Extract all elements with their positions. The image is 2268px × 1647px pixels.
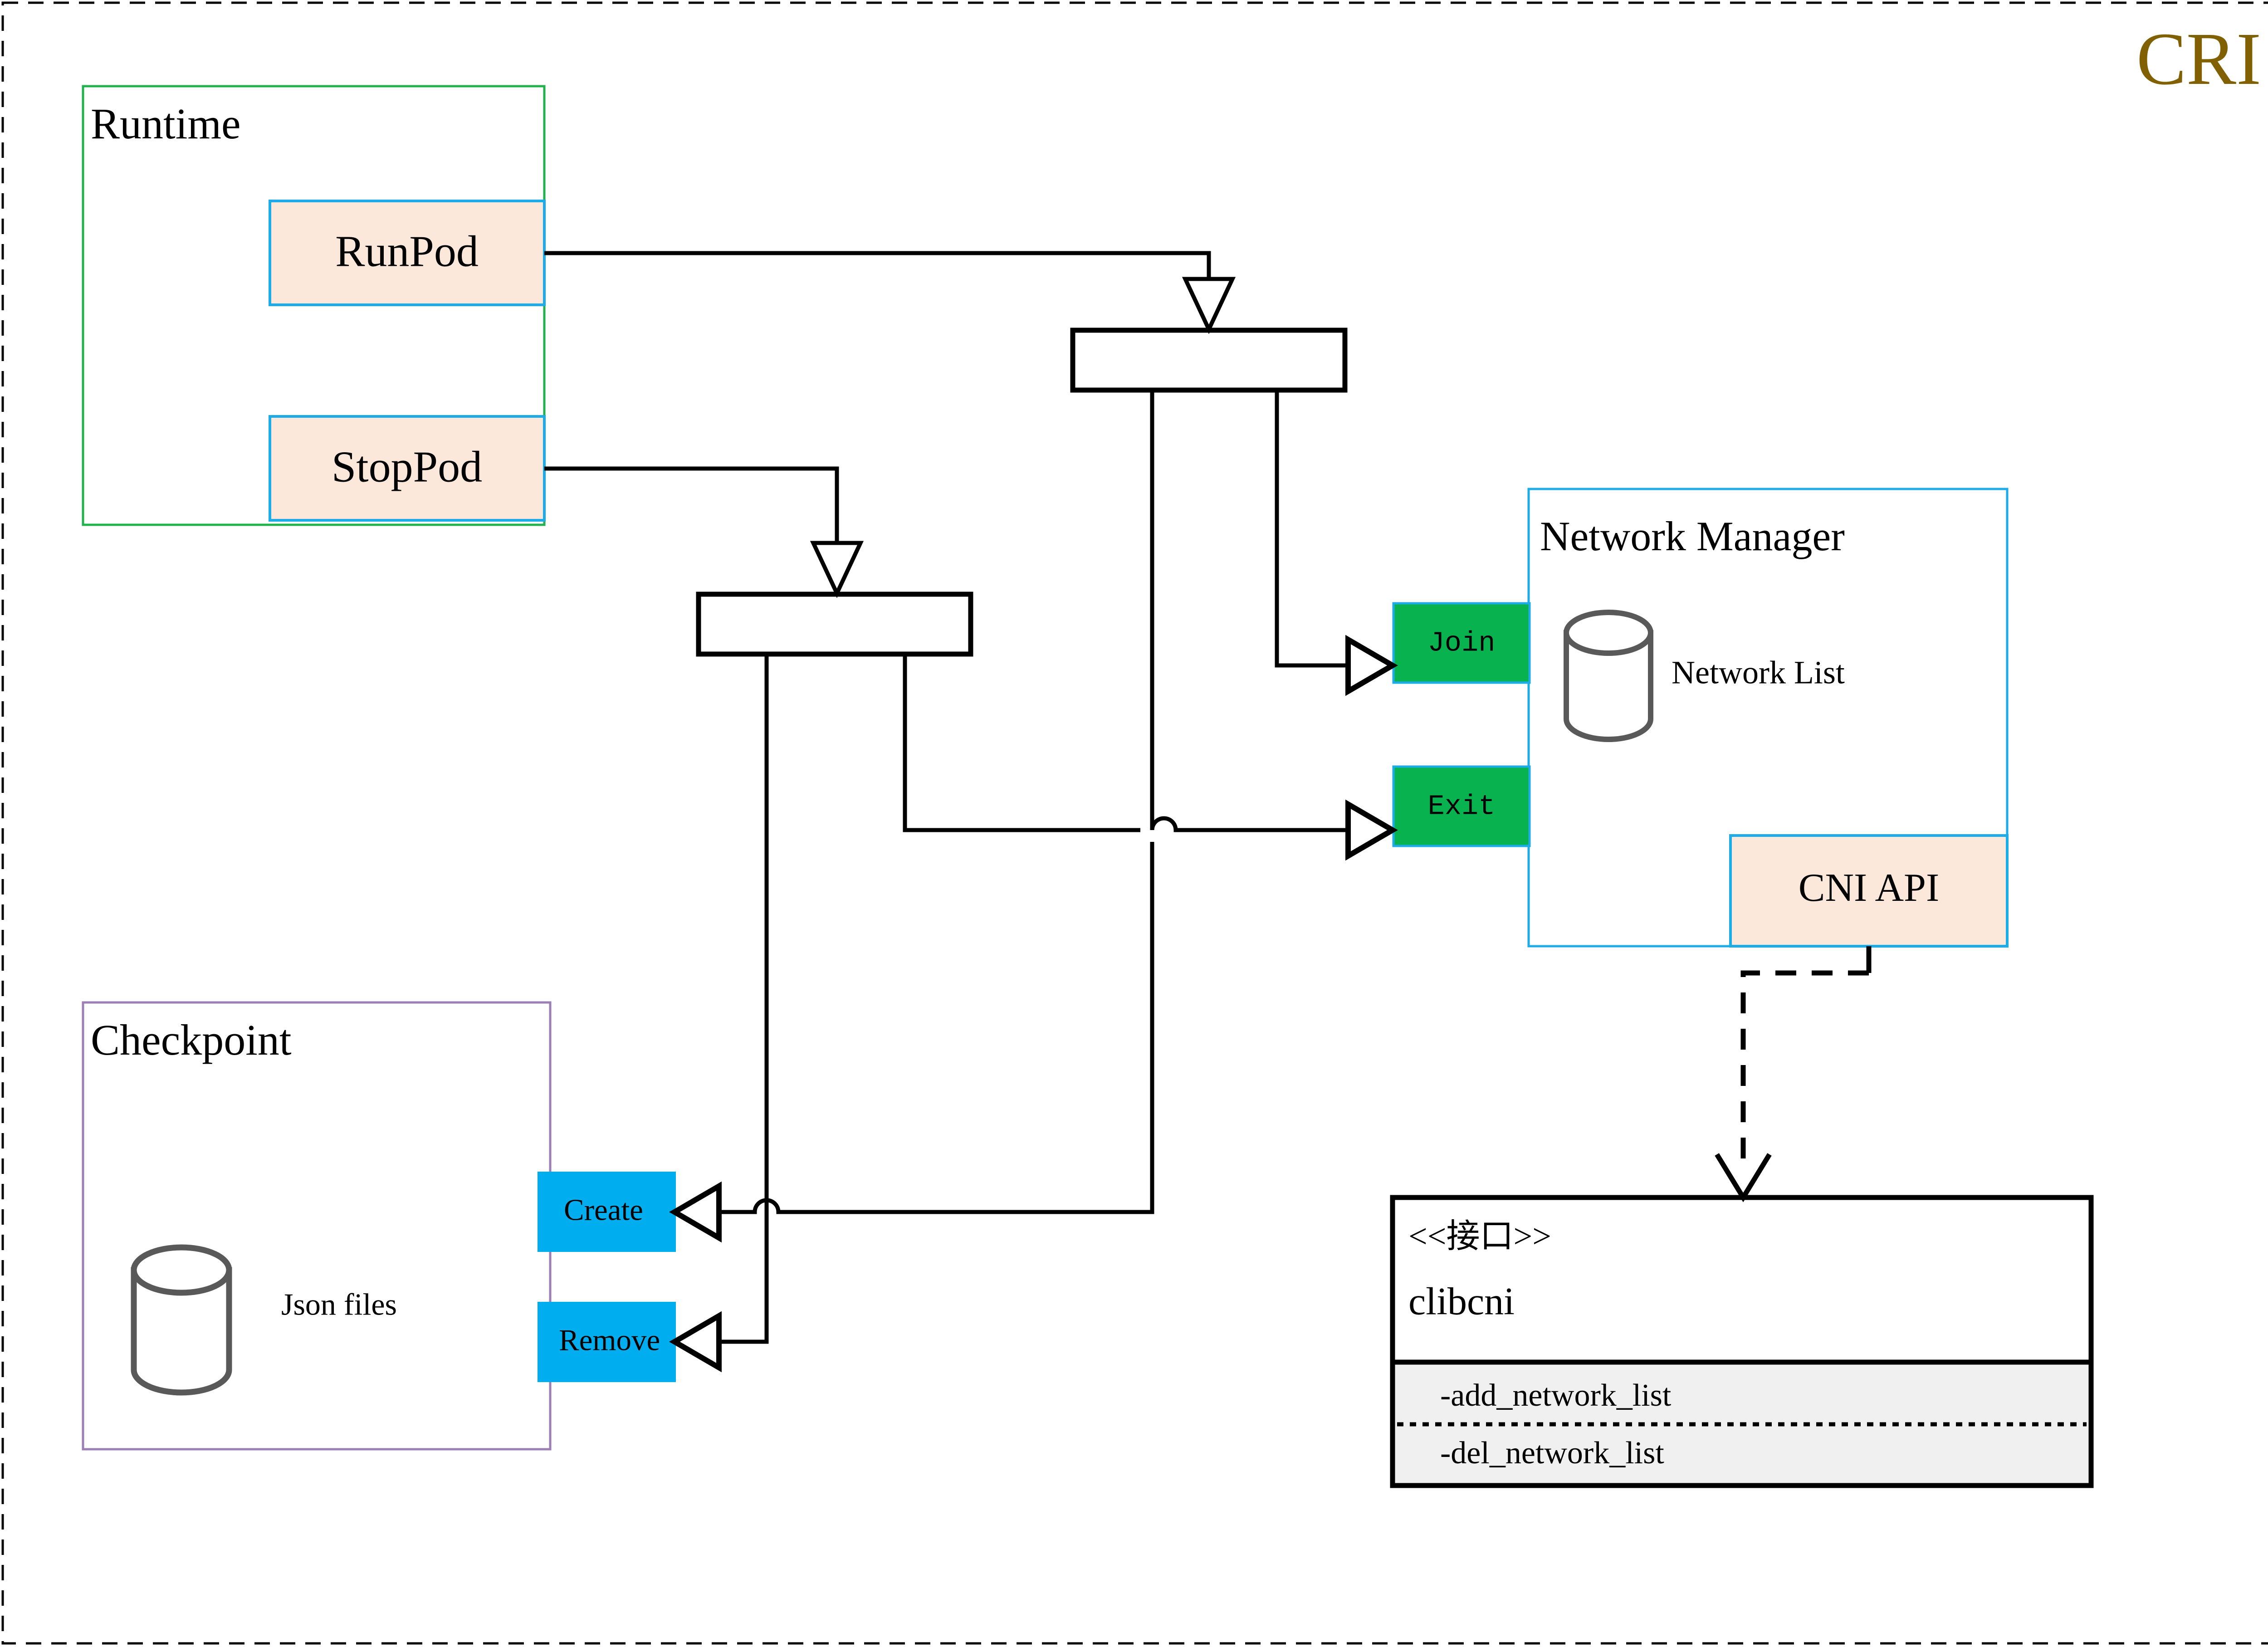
clibcni-stereotype: <<接口>> — [1408, 1218, 1551, 1255]
network-list-label: Network List — [1672, 655, 1845, 691]
checkpoint-group-label: Checkpoint — [91, 1016, 292, 1064]
network-list-cylinder-icon — [1564, 610, 1653, 742]
remove-box[interactable] — [538, 1302, 676, 1382]
cni-api-label: CNI API — [1799, 866, 1940, 910]
json-files-cylinder-icon — [131, 1244, 232, 1396]
json-files-label: Json files — [281, 1287, 397, 1322]
connector-stoppod-to-lower-bar — [544, 466, 839, 582]
exit-port-label: Exit — [1428, 790, 1496, 822]
arrowhead-to-join — [1345, 635, 1398, 696]
create-label: Create — [564, 1193, 643, 1227]
arrowhead-realization-open — [1715, 1153, 1772, 1202]
remove-label: Remove — [559, 1323, 660, 1357]
stoppod-label: StopPod — [332, 442, 482, 491]
exit-port-box[interactable] — [1392, 765, 1531, 847]
network-manager-label: Network Manager — [1540, 513, 1845, 559]
clibcni-name: clibcni — [1408, 1280, 1515, 1323]
clibcni-method-add: -add_network_list — [1440, 1378, 1672, 1413]
create-box[interactable] — [538, 1172, 676, 1252]
arrowhead-to-exit — [1345, 799, 1398, 861]
connector-lower-bar-right — [903, 654, 1140, 832]
arrowhead-to-upper-bar — [1182, 277, 1236, 334]
page-title: CRI — [2136, 17, 2261, 100]
lower-fork-bar — [696, 591, 973, 657]
connector-to-create — [714, 842, 1154, 1214]
connector-upper-bar-right-to-join — [1275, 390, 1352, 668]
runtime-group-label: Runtime — [91, 99, 241, 148]
connector-cni-api-to-clibcni-dashed — [1740, 970, 1869, 1161]
connector-runpod-to-upper-bar — [544, 251, 1211, 318]
clibcni-method-del: -del_network_list — [1440, 1436, 1664, 1471]
upper-fork-bar — [1070, 327, 1348, 393]
cni-api-box[interactable] — [1729, 834, 2009, 948]
join-port-label: Join — [1428, 627, 1496, 659]
runpod-label: RunPod — [335, 227, 479, 276]
connector-lines — [544, 251, 1352, 1344]
arrowhead-to-lower-bar — [810, 541, 864, 598]
connector-upper-bar-left-to-exit — [1150, 390, 1352, 832]
arrowhead-to-remove — [669, 1311, 722, 1373]
join-port-box[interactable] — [1392, 602, 1531, 684]
runpod-box[interactable] — [269, 200, 546, 306]
connector-lower-bar-left-to-remove — [714, 654, 769, 1344]
arrowhead-to-create — [669, 1181, 722, 1243]
